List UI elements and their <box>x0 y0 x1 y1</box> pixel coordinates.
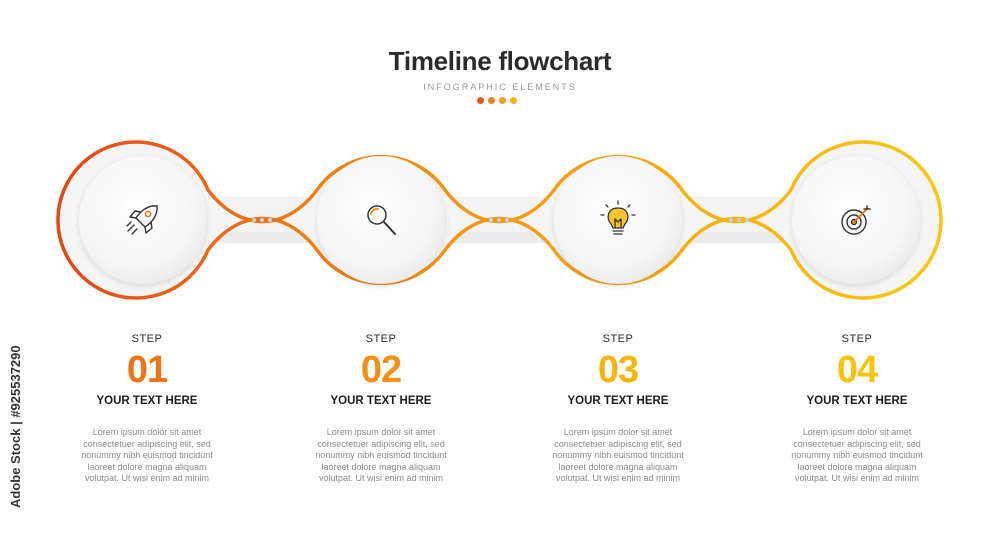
page-title: Timeline flowchart <box>388 46 612 76</box>
step-heading: YOUR TEXT HERE <box>330 395 432 407</box>
magnifier-icon <box>367 205 396 235</box>
step-label: STEP <box>602 333 634 345</box>
step-heading: YOUR TEXT HERE <box>806 395 908 407</box>
step-heading: YOUR TEXT HERE <box>567 395 669 407</box>
step-description: Lorem ipsum dolor sit amet consectetuer … <box>315 427 447 483</box>
lightbulb-icon <box>600 200 636 235</box>
title-dot <box>477 97 484 104</box>
step-disc-2 <box>317 156 445 284</box>
step-block-2: STEP 02 YOUR TEXT HERE Lorem ipsum dolor… <box>281 333 481 485</box>
connector-band-shade <box>150 232 850 243</box>
target-icon <box>841 205 871 235</box>
step-label: STEP <box>131 333 163 345</box>
watermark-text: Adobe Stock | #925537290 <box>8 345 23 508</box>
step-number: 03 <box>597 349 639 391</box>
title-dots <box>477 97 517 104</box>
connector-dots <box>252 218 749 222</box>
step-heading: YOUR TEXT HERE <box>96 395 198 407</box>
step-number: 04 <box>836 349 878 391</box>
step-number: 02 <box>360 349 402 391</box>
step-block-3: STEP 03 YOUR TEXT HERE Lorem ipsum dolor… <box>518 333 718 485</box>
step-disc-1 <box>79 156 207 284</box>
step-block-1: STEP 01 YOUR TEXT HERE Lorem ipsum dolor… <box>47 333 247 485</box>
step-description: Lorem ipsum dolor sit amet consectetuer … <box>552 427 684 483</box>
step-description: Lorem ipsum dolor sit amet consectetuer … <box>791 427 923 483</box>
title-dot <box>488 97 495 104</box>
page-subtitle: INFOGRAPHIC ELEMENTS <box>423 82 577 92</box>
title-dot <box>499 97 506 104</box>
step-label: STEP <box>365 333 397 345</box>
rocket-icon <box>126 205 158 235</box>
title-dot <box>510 97 517 104</box>
step-number: 01 <box>126 349 168 391</box>
step-block-4: STEP 04 YOUR TEXT HERE Lorem ipsum dolor… <box>757 333 957 485</box>
step-description: Lorem ipsum dolor sit amet consectetuer … <box>81 427 213 483</box>
step-label: STEP <box>841 333 873 345</box>
